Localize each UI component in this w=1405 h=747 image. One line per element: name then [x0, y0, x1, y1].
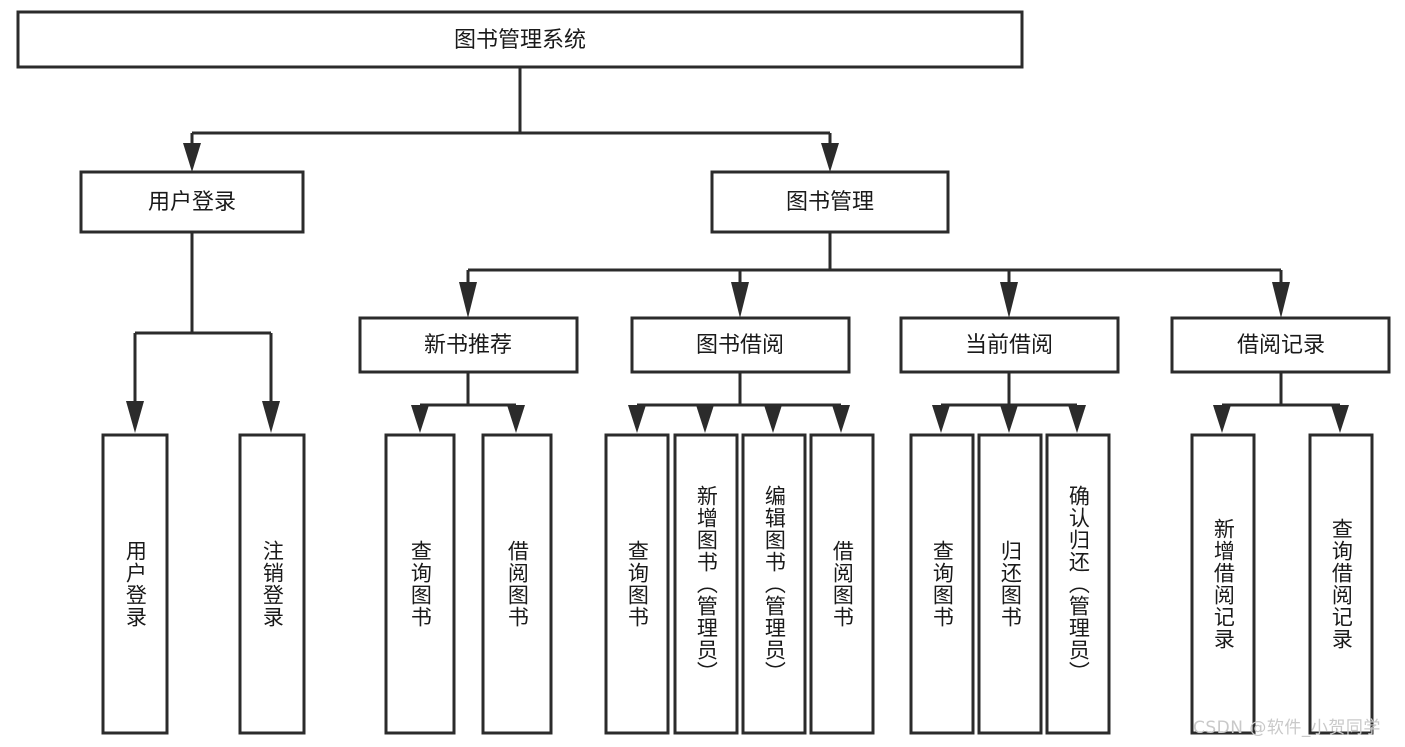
arrow-to-leaf-cb-2 — [1000, 405, 1018, 433]
node-root-box[interactable] — [16, 10, 1024, 69]
leaf-box-book-borrow-2[interactable] — [741, 433, 807, 735]
leaf-box-current-borrow-2[interactable] — [1045, 433, 1111, 735]
arrow-to-book-borrow — [731, 282, 749, 318]
arrow-to-leaf-br-2 — [1331, 405, 1349, 433]
node-book-borrow-label: 图书借阅 — [696, 333, 784, 358]
arrow-to-leaf-bb-1 — [628, 405, 646, 433]
node-book-borrow-box[interactable] — [630, 316, 851, 374]
arrow-to-leaf-bb-2 — [696, 405, 714, 433]
leaf-box-new-book-rec-0[interactable] — [384, 433, 456, 735]
node-new-book-rec-label: 新书推荐 — [424, 333, 512, 358]
leaf-box-borrow-record-0[interactable] — [1190, 433, 1256, 735]
leaf-box-book-borrow-1[interactable] — [673, 433, 739, 735]
node-book-manage-label: 图书管理 — [786, 190, 874, 215]
leaf-box-current-borrow-0[interactable] — [909, 433, 975, 735]
arrow-to-leaf-br-1 — [1213, 405, 1231, 433]
leaf-box-new-book-rec-1[interactable] — [481, 433, 553, 735]
leaf-box-user-login-0[interactable] — [101, 433, 169, 735]
leaf-box-current-borrow-1[interactable] — [977, 433, 1043, 735]
arrow-to-current-borrow — [1000, 282, 1018, 318]
arrow-to-leaf-user-login — [126, 401, 144, 433]
leaf-box-user-login-1[interactable] — [238, 433, 306, 735]
node-new-book-rec-box[interactable] — [358, 316, 579, 374]
leaf-box-book-borrow-0[interactable] — [604, 433, 670, 735]
node-borrow-record-box[interactable] — [1170, 316, 1391, 374]
leaf-box-book-borrow-3[interactable] — [809, 433, 875, 735]
arrow-to-user-login — [183, 143, 201, 172]
leaf-box-borrow-record-1[interactable] — [1308, 433, 1374, 735]
node-current-borrow-box[interactable] — [899, 316, 1120, 374]
arrow-to-borrow-record — [1272, 282, 1290, 318]
arrow-to-book-manage — [821, 143, 839, 172]
node-user-login-label: 用户登录 — [148, 190, 236, 215]
arrow-to-leaf-logout — [262, 401, 280, 433]
arrow-to-leaf-bb-3 — [764, 405, 782, 433]
arrow-to-leaf-nbr-1 — [411, 405, 429, 433]
arrow-to-leaf-nbr-2 — [507, 405, 525, 433]
arrow-to-leaf-cb-1 — [932, 405, 950, 433]
arrow-to-leaf-bb-4 — [832, 405, 850, 433]
arrow-to-leaf-cb-3 — [1068, 405, 1086, 433]
node-book-manage-box[interactable] — [710, 170, 950, 234]
node-borrow-record-label: 借阅记录 — [1237, 333, 1325, 358]
arrow-to-new-book-rec — [459, 282, 477, 318]
csdn-watermark: CSDN @软件_小贺同学 — [1193, 718, 1381, 738]
node-current-borrow-label: 当前借阅 — [965, 333, 1053, 358]
node-root-label: 图书管理系统 — [454, 28, 586, 53]
